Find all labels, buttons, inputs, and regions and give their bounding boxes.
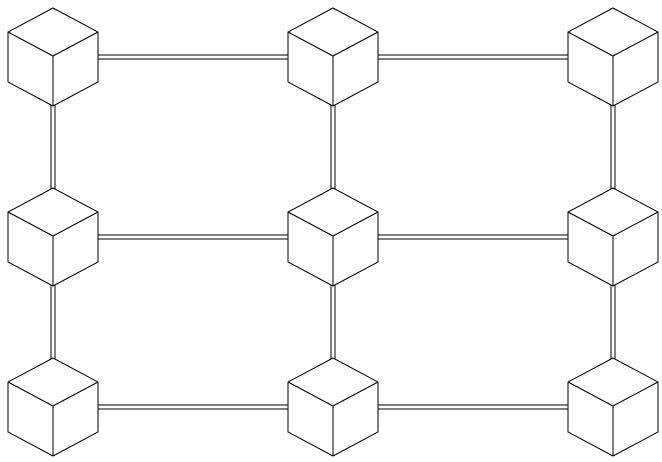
cube-edge-left [567,381,614,407]
cube-edge-right [52,31,99,57]
cube-icon [287,187,379,287]
link-connector [330,282,336,362]
link-connector [98,234,288,240]
link-connector [330,102,336,192]
cube-edge-left [567,211,614,237]
link-connector [378,54,568,60]
cube-edge-right [332,211,379,237]
nodes-layer [7,7,659,457]
cube-edge-left [7,381,54,407]
cube-edge-left [287,211,334,237]
link-connector [378,234,568,240]
cube-edge-left [287,31,334,57]
link-connector [610,282,616,362]
link-connector [50,102,56,192]
cube-icon [7,357,99,457]
cube-icon [567,187,659,287]
link-connector [378,404,568,410]
cube-icon [567,7,659,107]
links-layer [50,54,616,410]
cube-icon [287,7,379,107]
cube-edge-right [52,381,99,407]
cube-icon [287,357,379,457]
link-connector [98,54,288,60]
cube-edge-right [612,211,659,237]
link-connector [50,282,56,362]
cube-icon [7,187,99,287]
link-connector [98,404,288,410]
cube-edge-left [567,31,614,57]
cube-edge-right [332,31,379,57]
cube-edge-right [52,211,99,237]
cube-edge-left [7,31,54,57]
cube-icon [567,357,659,457]
cube-edge-left [7,211,54,237]
cube-edge-right [612,31,659,57]
cube-edge-left [287,381,334,407]
cube-edge-right [612,381,659,407]
cube-edge-right [332,381,379,407]
cube-icon [7,7,99,107]
link-connector [610,102,616,192]
